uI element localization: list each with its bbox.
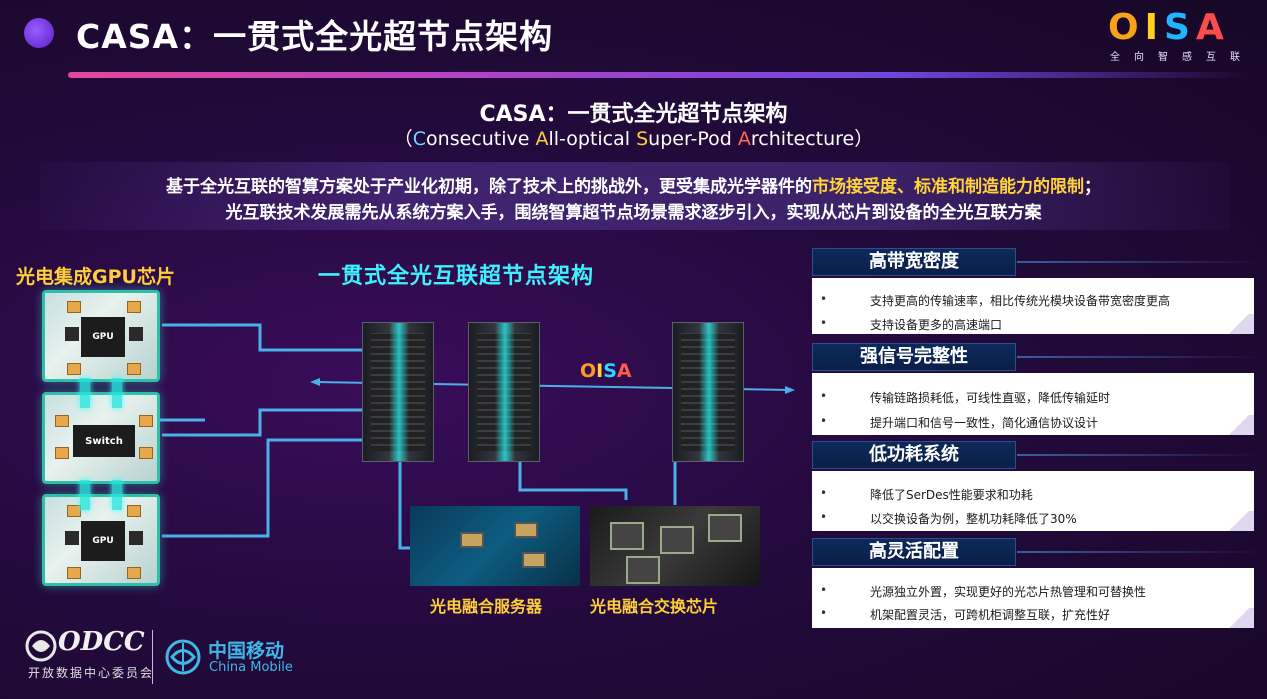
feature-title-signal: 强信号完整性 <box>812 343 1262 371</box>
logo-tagline-char: 全 <box>1110 52 1120 63</box>
china-mobile-en: China Mobile <box>209 660 293 675</box>
feature-item: 光源独立外置，实现更好的光芯片热管理和可替换性 <box>870 585 1147 599</box>
china-mobile-icon <box>165 639 201 675</box>
server-photo <box>410 506 580 586</box>
china-mobile-cn: 中国移动 <box>208 640 285 662</box>
feature-item: 以交换设备为例，整机功耗降低了30% <box>870 512 1077 526</box>
subtitle-en-initial: A <box>737 128 751 150</box>
logo-tagline-char: 智 <box>1158 52 1168 63</box>
oisa-bus-label: OISA <box>580 360 632 382</box>
page-title: CASA：一贯式全光超节点架构 <box>76 17 554 56</box>
subtitle-en-part: uper-Pod <box>648 128 738 150</box>
architecture-title: 一贯式全光互联超节点架构 <box>318 264 595 289</box>
gpu-core-label: GPU <box>81 521 125 561</box>
logo-letter-s: S <box>1164 6 1190 48</box>
logo-letter-a: A <box>1195 6 1224 48</box>
subtitle-en-initial: S <box>636 128 649 150</box>
server-rack <box>672 322 744 462</box>
feature-item: 传输链路损耗低，可线性直驱，降低传输延时 <box>870 391 1111 405</box>
bullet: • <box>820 414 828 428</box>
optical-link <box>112 378 122 408</box>
description-band <box>40 162 1230 230</box>
footer-divider <box>152 630 153 684</box>
chip-section-title: 光电集成GPU芯片 <box>16 266 175 288</box>
server-rack <box>468 322 540 462</box>
feature-item: 支持设备更多的高速端口 <box>870 318 1003 332</box>
feature-body-flexibility: • 光源独立外置，实现更好的光芯片热管理和可替换性 • 机架配置灵活，可跨机柜调整互… <box>812 568 1254 628</box>
subtitle-cn: CASA：一贯式全光超节点架构 <box>479 102 788 127</box>
subtitle-en-part: rchitecture <box>750 128 855 150</box>
optical-link <box>80 378 90 408</box>
switch-photo-label: 光电融合交换芯片 <box>590 597 719 616</box>
bullet: • <box>820 389 828 403</box>
description-highlight: 市场接受度、标准和制造能力的限制 <box>812 177 1084 197</box>
switch-chip-photo <box>590 506 760 586</box>
switch-core-label: Switch <box>73 425 135 457</box>
bullet: • <box>820 583 828 597</box>
bullet: • <box>820 606 828 620</box>
switch-chip: Switch <box>42 392 160 484</box>
feature-body-bandwidth: • 支持更高的传输速率，相比传统光模块设备带宽密度更高 • 支持设备更多的高速端口 <box>812 278 1254 334</box>
feature-title-bandwidth: 高带宽密度 <box>812 248 1262 276</box>
logo-tagline-char: 联 <box>1230 52 1240 63</box>
logo-tagline-char: 感 <box>1182 52 1192 63</box>
description-line-1: 基于全光互联的智算方案处于产业化初期，除了技术上的挑战外，更受集成光学器件的市场… <box>0 172 1267 197</box>
subtitle-en-part: （ <box>393 128 413 150</box>
bullet: • <box>820 510 828 524</box>
feature-title-flexibility: 高灵活配置 <box>812 538 1262 566</box>
feature-body-signal: • 传输链路损耗低，可线性直驱，降低传输延时 • 提升端口和信号一致性，简化通信协议… <box>812 373 1254 435</box>
optical-link <box>80 480 90 510</box>
feature-item: 机架配置灵活，可跨机柜调整互联，扩充性好 <box>870 608 1111 622</box>
odcc-logo-text: ODCC <box>58 627 145 657</box>
subtitle-en-part: ） <box>854 128 874 150</box>
feature-title-power: 低功耗系统 <box>812 441 1262 469</box>
server-rack <box>362 322 434 462</box>
logo-tagline: 全 向 智 感 互 联 <box>1106 48 1246 63</box>
subtitle-en-part: onsecutive <box>426 128 536 150</box>
feature-body-power: • 降低了SerDes性能要求和功耗 • 以交换设备为例，整机功耗降低了30% <box>812 471 1254 531</box>
odcc-emblem-icon <box>25 630 57 662</box>
subtitle-en: （Consecutive All-optical Super-Pod Archi… <box>0 124 1267 151</box>
gpu-chip-bottom: GPU <box>42 494 160 586</box>
title-underline-bar <box>68 72 1250 78</box>
gpu-chip-top: GPU <box>42 290 160 382</box>
optical-link <box>112 480 122 510</box>
subtitle-en-part: ll-optical <box>548 128 637 150</box>
oisa-letter: I <box>596 360 604 382</box>
bullet: • <box>820 316 828 330</box>
oisa-letter: S <box>603 360 617 382</box>
oisa-logo: O I S A 全 向 智 感 互 联 <box>1106 4 1246 70</box>
oisa-letter: A <box>616 360 632 382</box>
subtitle-en-initial: A <box>535 128 549 150</box>
bullet: • <box>820 486 828 500</box>
footer-dotted-line <box>308 661 1248 667</box>
feature-item: 提升端口和信号一致性，简化通信协议设计 <box>870 416 1099 430</box>
feature-item: 支持更高的传输速率，相比传统光模块设备带宽密度更高 <box>870 294 1171 308</box>
logo-tagline-char: 向 <box>1134 52 1144 63</box>
subtitle-en-initial: C <box>412 128 427 150</box>
description-line-2: 光互联技术发展需先从系统方案入手，围绕智算超节点场景需求逐步引入，实现从芯片到设… <box>225 203 1042 223</box>
logo-letter-o: O <box>1108 6 1139 48</box>
server-photo-label: 光电融合服务器 <box>430 597 543 616</box>
logo-tagline-char: 互 <box>1206 52 1216 63</box>
gpu-core-label: GPU <box>81 317 125 357</box>
odcc-subtitle: 开放数据中心委员会 <box>28 666 155 680</box>
description-text: ； <box>1084 177 1101 197</box>
logo-letter-i: I <box>1144 6 1159 48</box>
bullet: • <box>820 292 828 306</box>
description-text: 基于全光互联的智算方案处于产业化初期，除了技术上的挑战外，更受集成光学器件的 <box>166 177 812 197</box>
title-bullet-dot <box>24 18 54 48</box>
oisa-letter: O <box>580 360 597 382</box>
feature-item: 降低了SerDes性能要求和功耗 <box>870 488 1033 502</box>
